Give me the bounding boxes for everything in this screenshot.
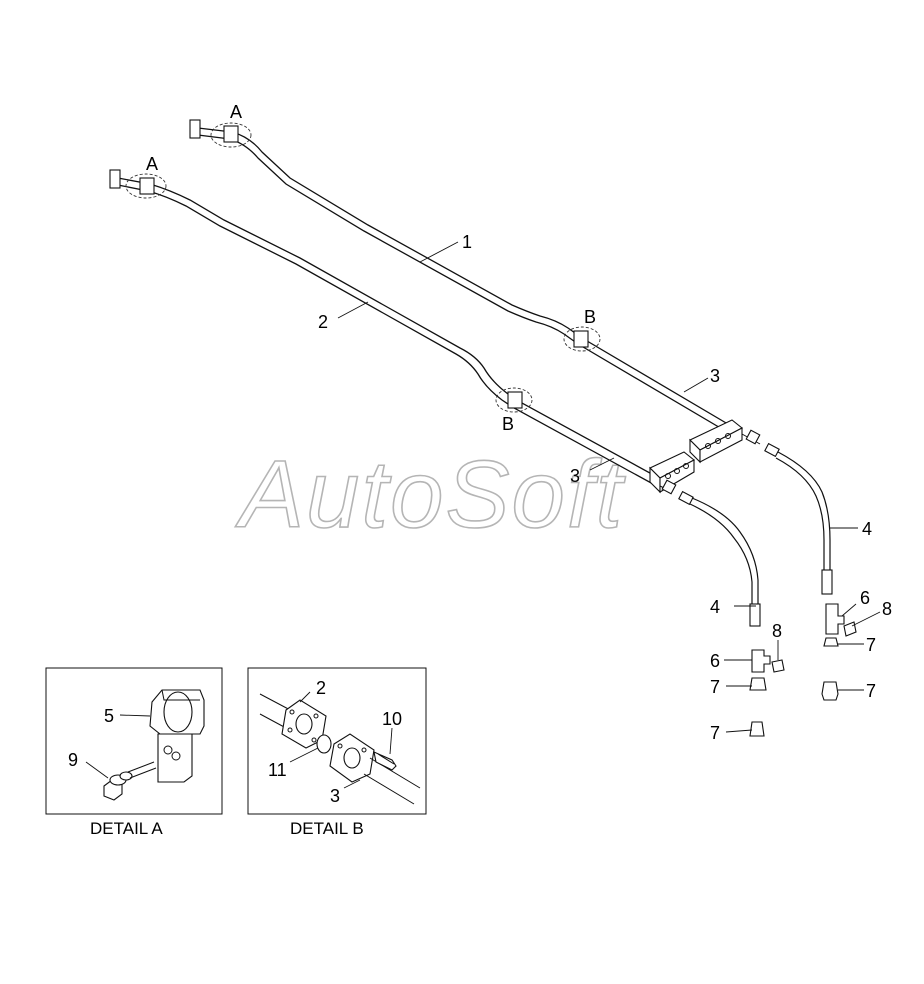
callout-7-left-lower: 7 (710, 723, 720, 743)
callout-a-lower: A (146, 154, 158, 174)
callout-8-upper: 8 (882, 599, 892, 619)
callout-a-upper: A (230, 102, 242, 122)
detail-a-callout-9: 9 (68, 750, 78, 770)
plug-lower (771, 659, 785, 673)
pipe-1-clamp-b (573, 330, 589, 348)
tee-fitting-upper (825, 603, 845, 635)
pipe-2-end-flange (109, 169, 121, 189)
manifold-block-lower (649, 451, 695, 495)
callout-6-upper: 6 (860, 588, 870, 608)
hose-lower-fitting (749, 603, 761, 627)
plug-upper (843, 621, 857, 637)
pipe-1 (189, 119, 739, 437)
hose-lower (678, 490, 761, 627)
pipe-2 (109, 169, 671, 491)
detail-a-frame (45, 667, 223, 815)
callout-b-upper: B (584, 307, 596, 327)
tee-fitting-lower (751, 649, 771, 673)
manifold-block-upper (689, 419, 761, 464)
callout-6-lower: 6 (710, 651, 720, 671)
callout-7-right-lower: 7 (866, 681, 876, 701)
detail-a-caption: DETAIL A (90, 819, 163, 838)
callout-b-lower: B (502, 414, 514, 434)
detail-b-callout-11: 11 (268, 760, 287, 780)
pipe-2-clamp-b (507, 391, 523, 409)
callout-8-lower: 8 (772, 621, 782, 641)
callout-3-upper: 3 (710, 366, 720, 386)
callout-4-lower: 4 (710, 597, 720, 617)
detail-b-panel: 2 10 11 3 (247, 667, 427, 815)
adapter-7-left-lower (749, 721, 765, 737)
callout-4-upper: 4 (862, 519, 872, 539)
callout-2: 2 (318, 312, 328, 332)
detail-a-callout-5: 5 (104, 706, 114, 726)
detail-b-callout-10: 10 (382, 709, 402, 729)
detail-b-callout-2: 2 (316, 678, 326, 698)
detail-b-marker-lower (495, 387, 533, 413)
callout-7-right-upper: 7 (866, 635, 876, 655)
watermark-text: AutoSoft (235, 441, 626, 548)
detail-a-marker-upper (210, 122, 252, 148)
detail-a-marker-lower (125, 173, 167, 199)
hose-upper (764, 442, 833, 595)
adapter-7-left-upper (749, 677, 767, 691)
callout-7-left-upper: 7 (710, 677, 720, 697)
adapter-7-right-upper (823, 637, 839, 647)
detail-b-callout-3: 3 (330, 786, 340, 806)
pipe-1-end-flange (189, 119, 201, 139)
detail-a-panel: 5 9 (45, 667, 223, 815)
detail-b-frame (247, 667, 427, 815)
pipe-1-clamp-a (223, 125, 239, 143)
adapter-7-right-lower (821, 681, 839, 701)
callout-3-lower: 3 (570, 466, 580, 486)
pipe-2-clamp-a (139, 177, 155, 195)
hose-upper-fitting (821, 569, 833, 595)
detail-b-marker-upper (563, 326, 601, 352)
detail-b-caption: DETAIL B (290, 819, 364, 838)
callout-1: 1 (462, 232, 472, 252)
